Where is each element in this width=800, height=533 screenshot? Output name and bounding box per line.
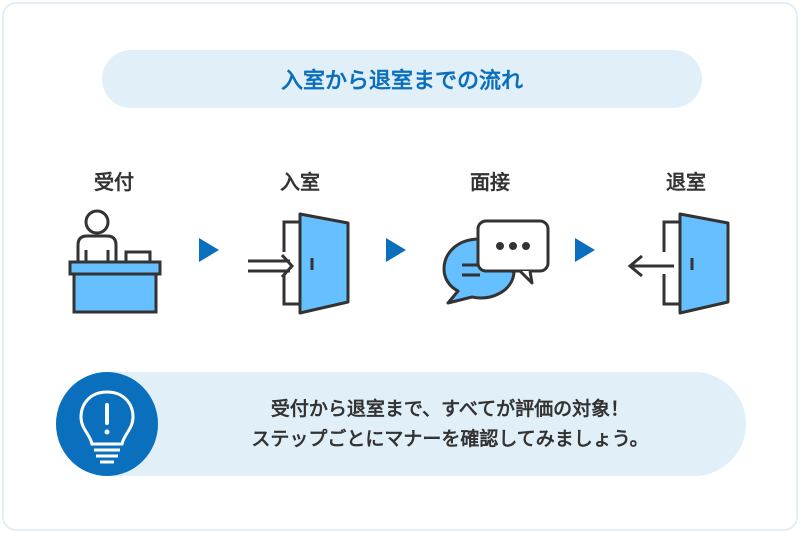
note-line-2: ステップごとにマナーを確認してみましょう。 xyxy=(251,428,649,450)
step-arrow-icon xyxy=(386,238,406,262)
step-label-enter: 入室 xyxy=(280,170,320,194)
lightbulb-badge xyxy=(56,372,158,476)
note-text: 受付から退室まで、すべてが評価の対象！ ステップごとにマナーを確認してみましょう… xyxy=(170,394,730,454)
interview-chat-icon xyxy=(442,219,550,305)
page-title: 入室から退室までの流れ xyxy=(102,50,702,108)
note-line-1: 受付から退室まで、すべてが評価の対象！ xyxy=(270,398,630,420)
enter-door-icon xyxy=(248,212,350,315)
step-label-reception: 受付 xyxy=(94,170,134,194)
step-arrow-icon xyxy=(199,238,219,262)
exit-door-icon xyxy=(627,212,730,315)
note-banner xyxy=(56,372,746,476)
step-arrow-icon xyxy=(575,238,595,262)
reception-desk-icon xyxy=(68,209,162,314)
step-label-exit: 退室 xyxy=(666,170,706,194)
lightbulb-exclamation-icon xyxy=(79,390,135,464)
step-label-interview: 面接 xyxy=(470,170,510,194)
